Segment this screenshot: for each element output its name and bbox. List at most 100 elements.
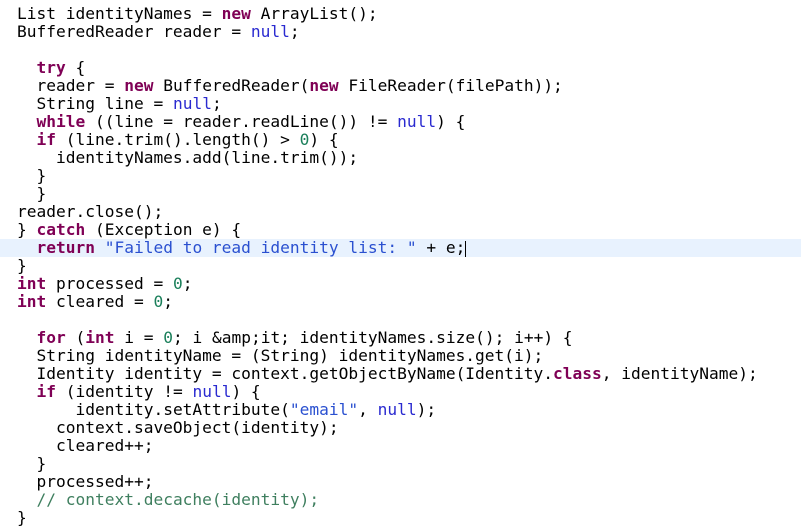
code-token: ; (182, 274, 193, 293)
code-line[interactable]: } (0, 167, 801, 185)
keyword-token: if (36, 382, 57, 401)
code-line[interactable]: String identityName = (String) identityN… (0, 347, 801, 365)
indent (17, 436, 56, 455)
indent (17, 184, 37, 203)
code-line[interactable]: context.saveObject(identity); (0, 419, 801, 437)
indent (17, 58, 37, 77)
indent (17, 328, 37, 347)
code-token: , identityName); (601, 364, 758, 383)
code-line[interactable]: } (0, 509, 801, 527)
code-token: String identityName = (String) identityN… (36, 346, 544, 365)
keyword-token: return (36, 238, 95, 257)
code-token: ; i &amp;it; identityNames.size(); i++) … (172, 328, 573, 347)
code-token: { (65, 58, 86, 77)
string-literal-token: "Failed to read identity list: " (104, 238, 417, 257)
code-token: List identityNames = (17, 4, 222, 23)
indent (17, 364, 37, 383)
indent (17, 382, 37, 401)
code-token: i = (114, 328, 164, 347)
keyword-token: for (36, 328, 66, 347)
indent (17, 472, 37, 491)
code-line[interactable] (0, 311, 801, 329)
keyword-token: if (36, 130, 57, 149)
indent (17, 490, 37, 509)
indent (17, 454, 37, 473)
number-literal-token: 0 (172, 274, 183, 293)
code-token: ; (163, 292, 173, 311)
indent (17, 400, 75, 419)
code-token: identityNames.add(line.trim()); (55, 148, 359, 167)
code-token: processed++; (36, 472, 154, 491)
code-token: } (36, 454, 47, 473)
code-token: ) { (436, 112, 466, 131)
keyword-token: catch (36, 220, 86, 239)
keyword-token: try (36, 58, 66, 77)
null-literal-token: null (192, 382, 232, 401)
code-token: ; (289, 22, 300, 41)
code-token: String line = (36, 94, 173, 113)
code-line[interactable]: } (0, 455, 801, 473)
code-line[interactable]: Identity identity = context.getObjectByN… (0, 365, 801, 383)
code-token: reader = (36, 76, 125, 95)
code-token: ) { (309, 130, 339, 149)
keyword-token: while (36, 112, 86, 131)
code-token: (line.trim().length() > (56, 130, 300, 149)
code-token: BufferedReader( (153, 76, 310, 95)
code-token: , (358, 400, 378, 419)
code-token: } (17, 220, 37, 239)
code-line[interactable]: if (identity != null) { (0, 383, 801, 401)
code-line[interactable] (0, 41, 801, 59)
code-line[interactable]: reader = new BufferedReader(new FileRead… (0, 77, 801, 95)
code-line[interactable]: List identityNames = new ArrayList(); (0, 5, 801, 23)
code-line[interactable]: int processed = 0; (0, 275, 801, 293)
code-token: FileReader(filePath)); (338, 76, 563, 95)
indent (17, 76, 37, 95)
code-line[interactable]: processed++; (0, 473, 801, 491)
code-token (95, 238, 105, 257)
indent (17, 130, 37, 149)
code-line[interactable]: for (int i = 0; i &amp;it; identityNames… (0, 329, 801, 347)
code-token: Identity identity = context.getObjectByN… (36, 364, 554, 383)
code-line[interactable]: String line = null; (0, 95, 801, 113)
code-line[interactable]: identityNames.add(line.trim()); (0, 149, 801, 167)
code-line[interactable]: identity.setAttribute("email", null); (0, 401, 801, 419)
code-line[interactable]: BufferedReader reader = null; (0, 23, 801, 41)
code-token: (identity != (56, 382, 193, 401)
code-editor[interactable]: List identityNames = new ArrayList();Buf… (0, 5, 801, 527)
code-line-current[interactable]: return "Failed to read identity list: " … (0, 239, 801, 257)
code-line[interactable]: try { (0, 59, 801, 77)
code-line[interactable]: cleared++; (0, 437, 801, 455)
code-line[interactable]: if (line.trim().length() > 0) { (0, 131, 801, 149)
code-line[interactable]: int cleared = 0; (0, 293, 801, 311)
keyword-token: int (17, 274, 47, 293)
keyword-token: new (221, 4, 251, 23)
null-literal-token: null (397, 112, 437, 131)
code-token: context.saveObject(identity); (55, 418, 339, 437)
number-literal-token: 0 (153, 292, 164, 311)
keyword-token: class (553, 364, 602, 383)
comment-token: // context.decache(identity); (36, 490, 320, 509)
string-literal-token: "email" (289, 400, 359, 419)
code-token: ( (65, 328, 86, 347)
code-line[interactable]: while ((line = reader.readLine()) != nul… (0, 113, 801, 131)
code-line[interactable]: // context.decache(identity); (0, 491, 801, 509)
code-token: processed = (46, 274, 173, 293)
null-literal-token: null (250, 22, 290, 41)
code-token: } (36, 166, 47, 185)
code-token: BufferedReader reader = (17, 22, 251, 41)
code-token: ) { (231, 382, 261, 401)
code-token: ); (416, 400, 437, 419)
null-literal-token: null (172, 94, 212, 113)
code-line[interactable]: } (0, 185, 801, 203)
code-token: ((line = reader.readLine()) != (85, 112, 398, 131)
code-token: cleared++; (55, 436, 154, 455)
code-line[interactable]: reader.close(); (0, 203, 801, 221)
code-token: } (36, 184, 47, 203)
keyword-token: new (309, 76, 339, 95)
code-token: ; (211, 94, 222, 113)
indent (17, 148, 56, 167)
indent (17, 238, 37, 257)
code-token: ArrayList(); (250, 4, 378, 23)
code-line[interactable]: } catch (Exception e) { (0, 221, 801, 239)
code-line[interactable]: } (0, 257, 801, 275)
